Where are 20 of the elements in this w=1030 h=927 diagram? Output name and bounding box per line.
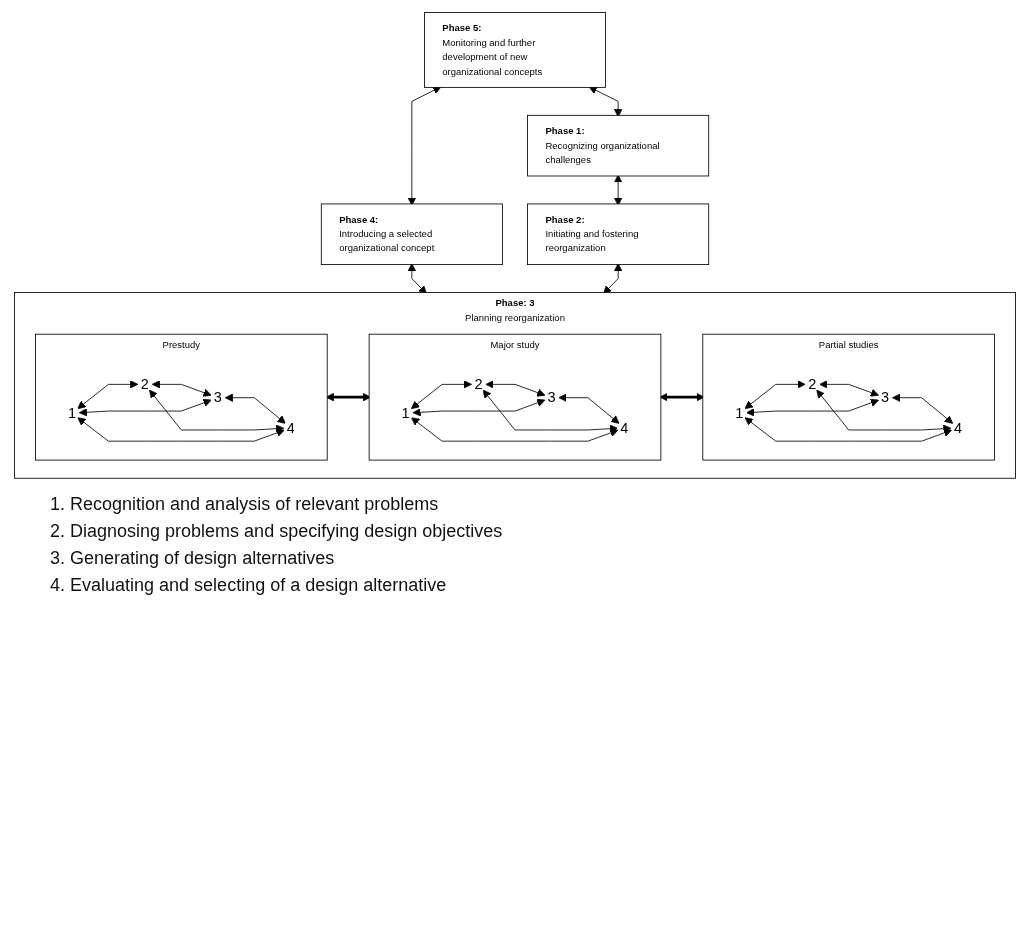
list-item: 2. Diagnosing problems and specifying design objectives: [50, 519, 504, 543]
node-box: Phase 2: Initiating and fostering reorganization: [527, 203, 710, 266]
node-text: 4: [954, 419, 963, 436]
list-item: 4. Evaluating and selecting of a design alternative: [50, 573, 448, 597]
node-text: 4: [286, 419, 295, 436]
node-text: 3: [213, 389, 222, 406]
node-text: 2: [808, 375, 817, 393]
node-text: 1: [401, 404, 410, 422]
node-text: 3: [881, 389, 890, 406]
node-text: 1: [735, 404, 744, 422]
node-text: 4: [620, 419, 629, 436]
node-text: 2: [140, 375, 149, 393]
node-text: 1: [67, 404, 76, 422]
node-text: 2: [474, 375, 483, 393]
node-box: Phase 5: Monitoring and further development of new organizational concepts: [424, 12, 606, 88]
list-item: 1. Recognition and analysis of relevant problems: [50, 492, 440, 516]
list-item: 3. Generating of design alternatives: [50, 546, 336, 570]
node-box: Phase 4: Introducing a selected organizational concept: [320, 203, 503, 266]
node-text: 3: [547, 389, 556, 406]
node-box: Phase 1: Recognizing organizational challenges: [527, 114, 710, 177]
